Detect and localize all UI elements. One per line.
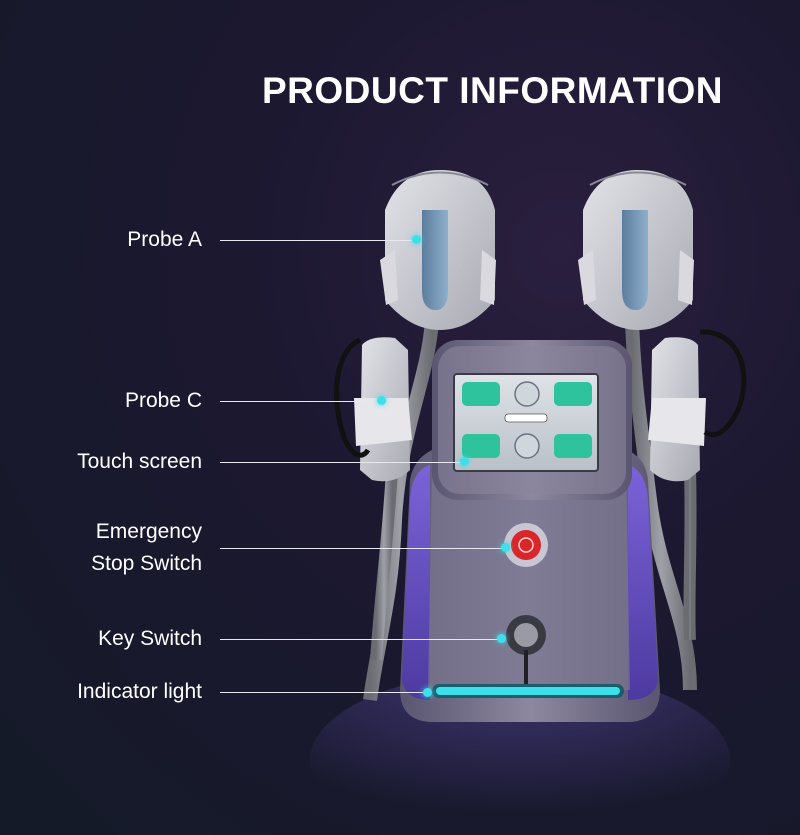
- label-emergency-stop-line1: Emergency: [95, 520, 202, 543]
- dot-probe-c: [377, 396, 386, 405]
- leader-line-probe-c: [220, 401, 378, 402]
- leader-line-key-switch: [220, 639, 500, 640]
- label-indicator-light: Indicator light: [77, 680, 202, 703]
- dot-emergency-stop: [501, 543, 510, 552]
- leader-line-indicator-light: [220, 692, 426, 693]
- dot-indicator-light: [423, 688, 432, 697]
- label-touch-screen: Touch screen: [77, 450, 202, 473]
- leader-line-touch-screen: [220, 462, 460, 463]
- leader-line-probe-a: [220, 240, 416, 241]
- label-probe-a: Probe A: [127, 228, 202, 251]
- leader-line-emergency-stop: [220, 548, 504, 549]
- label-probe-c: Probe C: [124, 389, 202, 412]
- label-emergency-stop-line2: Stop Switch: [91, 552, 202, 575]
- page-title: PRODUCT INFORMATION: [262, 70, 723, 111]
- label-key-switch: Key Switch: [98, 627, 202, 650]
- dot-touch-screen: [460, 457, 469, 466]
- dot-probe-a: [412, 235, 421, 244]
- dot-key-switch: [497, 634, 506, 643]
